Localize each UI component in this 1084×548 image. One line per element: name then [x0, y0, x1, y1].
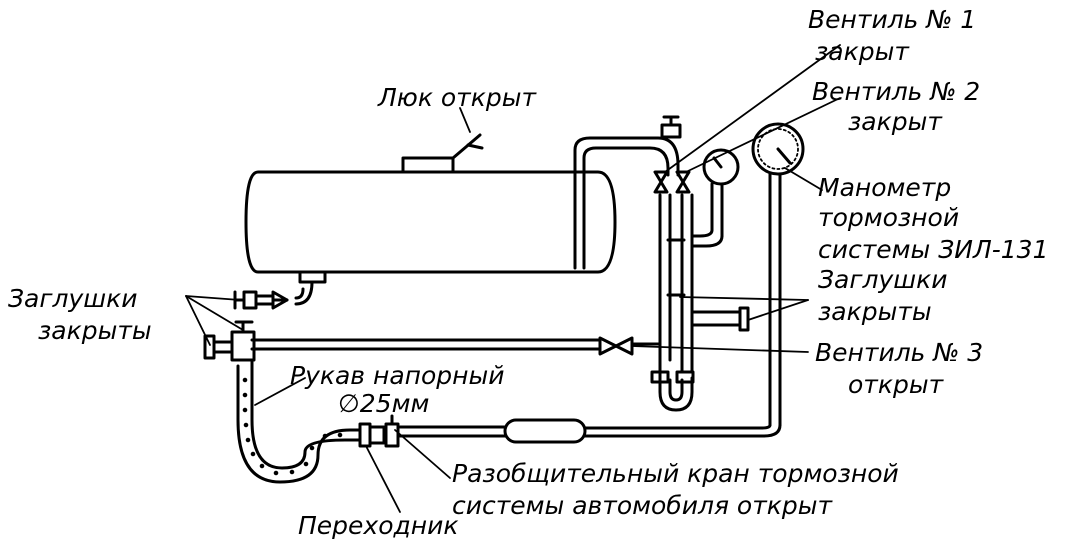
hose-hatching [242, 377, 343, 476]
main-line [250, 336, 662, 356]
labels: Люк открыт Вентиль № 1 закрыт Вентиль № … [8, 5, 1049, 540]
label-valve1-line1: Вентиль № 1 [808, 5, 976, 34]
label-valve3-line2: открыт [848, 370, 945, 399]
disconnect-tap [384, 414, 400, 448]
label-plugs-right-line1: Заглушки [818, 265, 947, 294]
tank [244, 170, 617, 274]
label-tap-line2: системы автомобиля открыт [452, 491, 833, 520]
label-gauge-line1: Манометр [818, 173, 951, 202]
adapter [358, 422, 386, 448]
valve-1 [653, 170, 669, 194]
hatch [401, 133, 484, 174]
label-gauge-line3: системы ЗИЛ-131 [818, 235, 1049, 264]
leader-lines [185, 44, 841, 513]
label-adapter: Переходник [298, 511, 459, 540]
vertical-pipes [650, 193, 750, 412]
label-valve1-line2: закрыт [815, 37, 910, 66]
valve-2 [675, 170, 691, 194]
small-gauge [690, 148, 740, 248]
label-valve3-line1: Вентиль № 3 [815, 338, 983, 367]
label-hose-line2: ∅25мм [338, 389, 429, 418]
label-valve2-line2: закрыт [848, 107, 943, 136]
pressure-hose [236, 364, 362, 484]
siphon-pipe [573, 115, 682, 270]
hatch-leader [459, 107, 471, 133]
large-gauge [751, 122, 805, 438]
label-gauge-line2: тормозной [818, 203, 959, 232]
label-valve2-line1: Вентиль № 2 [812, 77, 980, 106]
label-plugs-right-line2: закрыты [818, 297, 932, 326]
label-plugs-left-line2: закрыты [38, 316, 152, 345]
label-tap-line1: Разобщительный кран тормозной [452, 459, 899, 488]
label-hatch: Люк открыт [377, 83, 537, 112]
label-hose-line1: Рукав напорный [290, 361, 504, 390]
brake-line [398, 418, 766, 444]
left-fittings [203, 320, 256, 368]
tank-outlet [233, 270, 327, 310]
label-plugs-left-line1: Заглушки [8, 284, 137, 313]
